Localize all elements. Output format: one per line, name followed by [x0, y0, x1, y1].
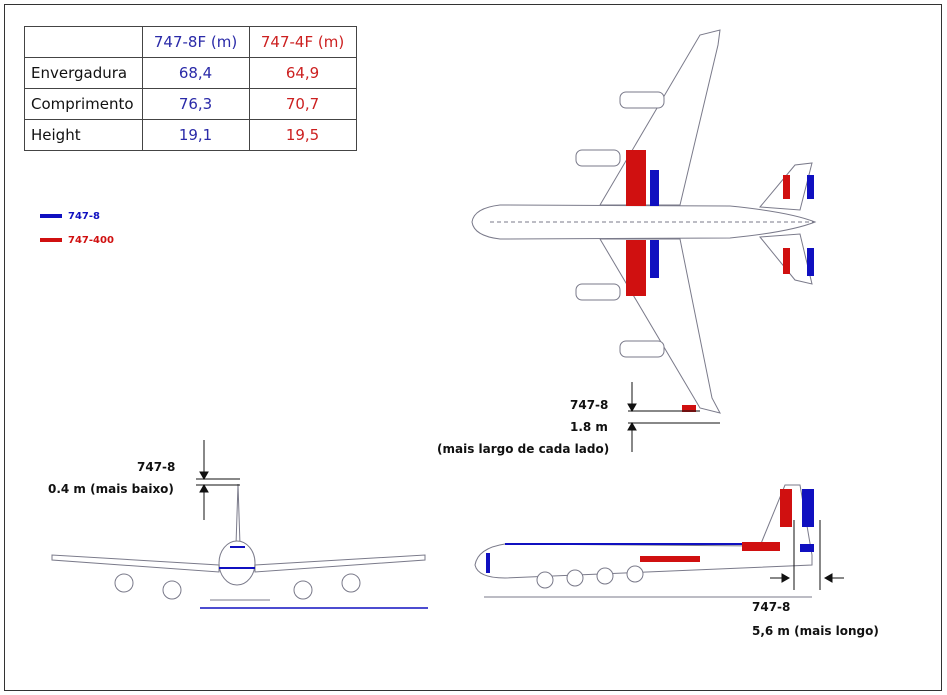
wing-annotation-model: 747-8 [570, 398, 609, 412]
side-view-aircraft [474, 484, 813, 598]
wing-dimension-arrows [627, 382, 720, 452]
table-cell: 70,7 [248, 88, 357, 120]
table-header-cell: 747-4F (m) [248, 26, 357, 58]
legend: 747-8 747-400 [40, 204, 114, 252]
length-dimension-arrows [770, 520, 844, 590]
diff-red-mark [783, 175, 790, 199]
diff-red-mark [626, 240, 646, 296]
diff-red-mark [783, 248, 790, 274]
table-cell: 68,4 [141, 57, 250, 89]
table-cell: 19,1 [141, 119, 250, 151]
legend-item: 747-8 [40, 204, 114, 228]
top-view-differences [626, 150, 814, 412]
table-cell: 19,5 [248, 119, 357, 151]
diff-blue-mark [650, 170, 659, 206]
legend-label: 747-400 [68, 234, 114, 246]
table-row: Height 19,1 19,5 [24, 119, 357, 151]
table-row: Comprimento 76,3 70,7 [24, 88, 357, 120]
top-view-aircraft [471, 29, 817, 414]
legend-label: 747-8 [68, 210, 100, 222]
table-row: Envergadura 68,4 64,9 [24, 57, 357, 89]
height-annotation-value: 0.4 m (mais baixo) [48, 482, 174, 496]
table-cell: 76,3 [141, 88, 250, 120]
front-view-differences [219, 546, 255, 569]
height-annotation-model: 747-8 [137, 460, 176, 474]
legend-swatch-blue [40, 214, 62, 218]
length-annotation-value: 5,6 m (mais longo) [752, 624, 879, 638]
legend-swatch-red [40, 238, 62, 242]
side-view-differences [486, 489, 814, 573]
comparison-table: 747-8F (m) 747-4F (m) Envergadura 68,4 6… [24, 26, 357, 151]
diff-blue-mark [807, 248, 814, 276]
front-view-aircraft [51, 483, 428, 609]
table-header-cell: 747-8F (m) [141, 26, 250, 58]
diff-blue-mark [807, 175, 814, 199]
length-annotation-model: 747-8 [752, 600, 791, 614]
table-cell: Height [24, 119, 143, 151]
diff-blue-mark [650, 240, 659, 278]
wing-annotation-value: 1.8 m [570, 420, 608, 434]
wing-annotation-note: (mais largo de cada lado) [437, 442, 610, 456]
diff-red-mark [682, 405, 696, 412]
height-dimension-arrows [196, 440, 240, 520]
diff-red-mark [626, 150, 646, 206]
legend-item: 747-400 [40, 228, 114, 252]
table-cell: Comprimento [24, 88, 143, 120]
